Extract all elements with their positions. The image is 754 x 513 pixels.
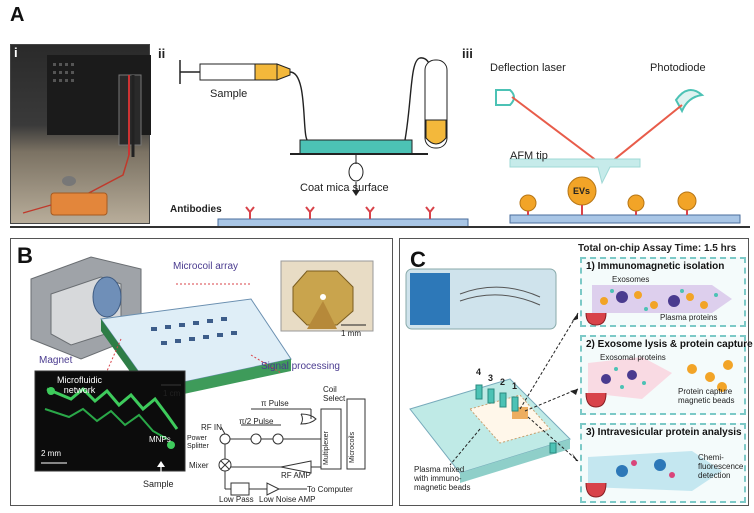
scale-1mm-label: 1 mm	[341, 329, 361, 338]
chip-number-4: 4	[476, 367, 482, 377]
step3-box: 3) Intravesicular protein analysis Chemi…	[580, 423, 746, 503]
step1-title: 1) Immunomagnetic isolation	[586, 261, 725, 272]
step3-illustration	[585, 451, 722, 498]
photodiode-label: Photodiode	[650, 62, 706, 74]
chip-number-2: 2	[500, 377, 506, 387]
pi2-pulse-label: π/2 Pulse	[239, 417, 274, 426]
sample-label: Sample	[210, 88, 248, 100]
panel-c-letter: C	[410, 247, 426, 272]
panel-a-photo	[10, 44, 151, 224]
step1-box: 1) Immunomagnetic isolation Exosomes Pla…	[580, 257, 746, 327]
power-splitter-label: Power Splitter	[187, 435, 209, 450]
rf-amp-label: RF AMP	[281, 471, 311, 480]
chip-number-3: 3	[488, 373, 494, 383]
mixer-label: Mixer	[189, 461, 209, 470]
evs-label: EVs	[573, 186, 591, 196]
scale-2mm-label: 2 mm	[41, 449, 61, 458]
panel-a-separator	[10, 226, 750, 228]
panel-a-sub-iii: iii	[462, 46, 473, 61]
pi-pulse-label: π Pulse	[261, 399, 289, 408]
assay-time-label: Total on-chip Assay Time: 1.5 hrs	[578, 243, 737, 254]
microcoils-label: Microcoils	[349, 431, 356, 463]
panel-a-ii-diagram	[179, 57, 469, 228]
exosomes-label: Exosomes	[612, 275, 650, 284]
coat-mica-label: Coat mica surface	[300, 182, 389, 194]
mnps-label: MNPs	[149, 435, 171, 444]
scale-1cm-label: 1 cm	[163, 389, 181, 398]
panel-a-sub-ii: ii	[158, 46, 166, 61]
afm-tip-label: AFM tip	[510, 150, 548, 162]
panel-c: C 4 3 2 1 Plasma mixed with	[399, 238, 753, 506]
coil-select-label: Coil Select	[323, 385, 346, 403]
microcoil-array-label: Microcoil array	[173, 261, 239, 272]
signal-processing-label: Signal processing	[261, 361, 340, 372]
deflection-laser-label: Deflection laser	[490, 62, 566, 74]
plasma-mixed-label: Plasma mixed with immuno- magnetic beads	[414, 465, 471, 492]
magnet-label: Magnet	[39, 355, 73, 366]
panel-a-sub-i: i	[14, 45, 18, 60]
panel-a-letter: A	[10, 4, 25, 26]
low-pass-label: Low Pass	[219, 495, 254, 504]
syringe-icon	[179, 60, 291, 84]
step2-title: 2) Exosome lysis & protein capture	[586, 339, 753, 350]
low-noise-amp-label: Low Noise AMP	[259, 495, 316, 504]
photo-device-illustration	[22, 55, 151, 216]
step2-box: 2) Exosome lysis & protein capture Exoso…	[580, 335, 753, 415]
multiplexer-label: Multiplexer	[323, 431, 330, 465]
microfluidic-network-label: Microfluidic network	[57, 375, 103, 395]
antibodies-label: Antibodies	[170, 204, 222, 215]
panel-a-iii-diagram	[495, 89, 741, 224]
step1-illustration	[585, 285, 732, 326]
panel-b-letter: B	[17, 243, 33, 268]
plasma-proteins-label: Plasma proteins	[660, 313, 718, 322]
laser-icon	[495, 89, 515, 106]
chemi-fluorescence-label: Chemi- fluorescence detection	[698, 453, 744, 480]
step3-title: 3) Intravesicular protein analysis	[586, 427, 742, 438]
panel-b: B	[10, 238, 393, 506]
chip-number-1: 1	[512, 381, 518, 391]
capture-beads-label: Protein capture magnetic beads	[678, 387, 735, 405]
b-sample-label: Sample	[143, 479, 174, 489]
to-computer-label: To Computer	[307, 485, 353, 494]
panel-b-device-illustration	[30, 256, 374, 496]
rf-in-label: RF IN	[201, 423, 222, 432]
panel-c-chip-illustration	[405, 268, 579, 483]
step2-illustration	[585, 357, 733, 408]
exosomal-proteins-label: Exosomal proteins	[600, 353, 666, 362]
